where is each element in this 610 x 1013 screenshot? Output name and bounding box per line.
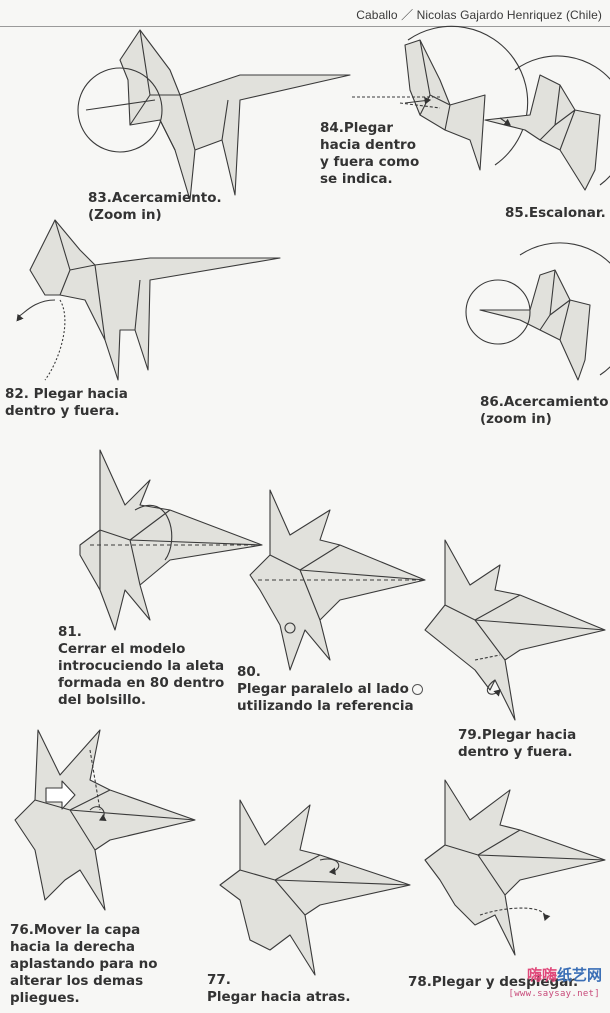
step-83-figure	[78, 30, 350, 200]
step-80-line-2: Plegar paralelo al lado	[237, 681, 409, 697]
step-81-figure	[80, 450, 262, 630]
step-79-caption: 79.Plegar hacia dentro y fuera.	[458, 727, 576, 761]
step-83-caption: 83.Acercamiento. (Zoom in)	[88, 190, 222, 224]
step-79-figure	[425, 540, 605, 720]
step-80-caption: 80. Plegar paralelo al lado utilizando l…	[237, 664, 423, 715]
step-86-figure	[466, 243, 610, 380]
step-80-figure	[250, 490, 425, 670]
step-78-figure	[425, 780, 605, 955]
step-85-figure	[485, 56, 610, 190]
step-82-figure	[18, 220, 280, 380]
step-86-caption: 86.Acercamiento (zoom in)	[480, 394, 608, 428]
step-77-figure	[220, 800, 410, 975]
step-77-caption: 77. Plegar hacia atras.	[207, 972, 350, 1006]
step-80-line-3: utilizando la referencia	[237, 698, 414, 714]
step-81-caption: 81. Cerrar el modelo introcuciendo la al…	[58, 624, 224, 709]
watermark-url: [www.saysay.net]	[509, 989, 601, 999]
step-76-caption: 76.Mover la capa hacia la derecha aplast…	[10, 922, 158, 1007]
watermark-part-2: 纸艺网	[557, 966, 602, 984]
step-76-figure	[15, 730, 195, 910]
step-80-number: 80.	[237, 664, 261, 680]
reference-circle-icon	[412, 684, 423, 695]
step-82-caption: 82. Plegar hacia dentro y fuera.	[5, 386, 128, 420]
watermark-part-1: 嗨嗨	[527, 966, 557, 984]
watermark-logo: 嗨嗨纸艺网	[527, 964, 602, 985]
step-84-caption: 84.Plegar hacia dentro y fuera como se i…	[320, 120, 419, 188]
step-85-caption: 85.Escalonar.	[505, 205, 606, 222]
